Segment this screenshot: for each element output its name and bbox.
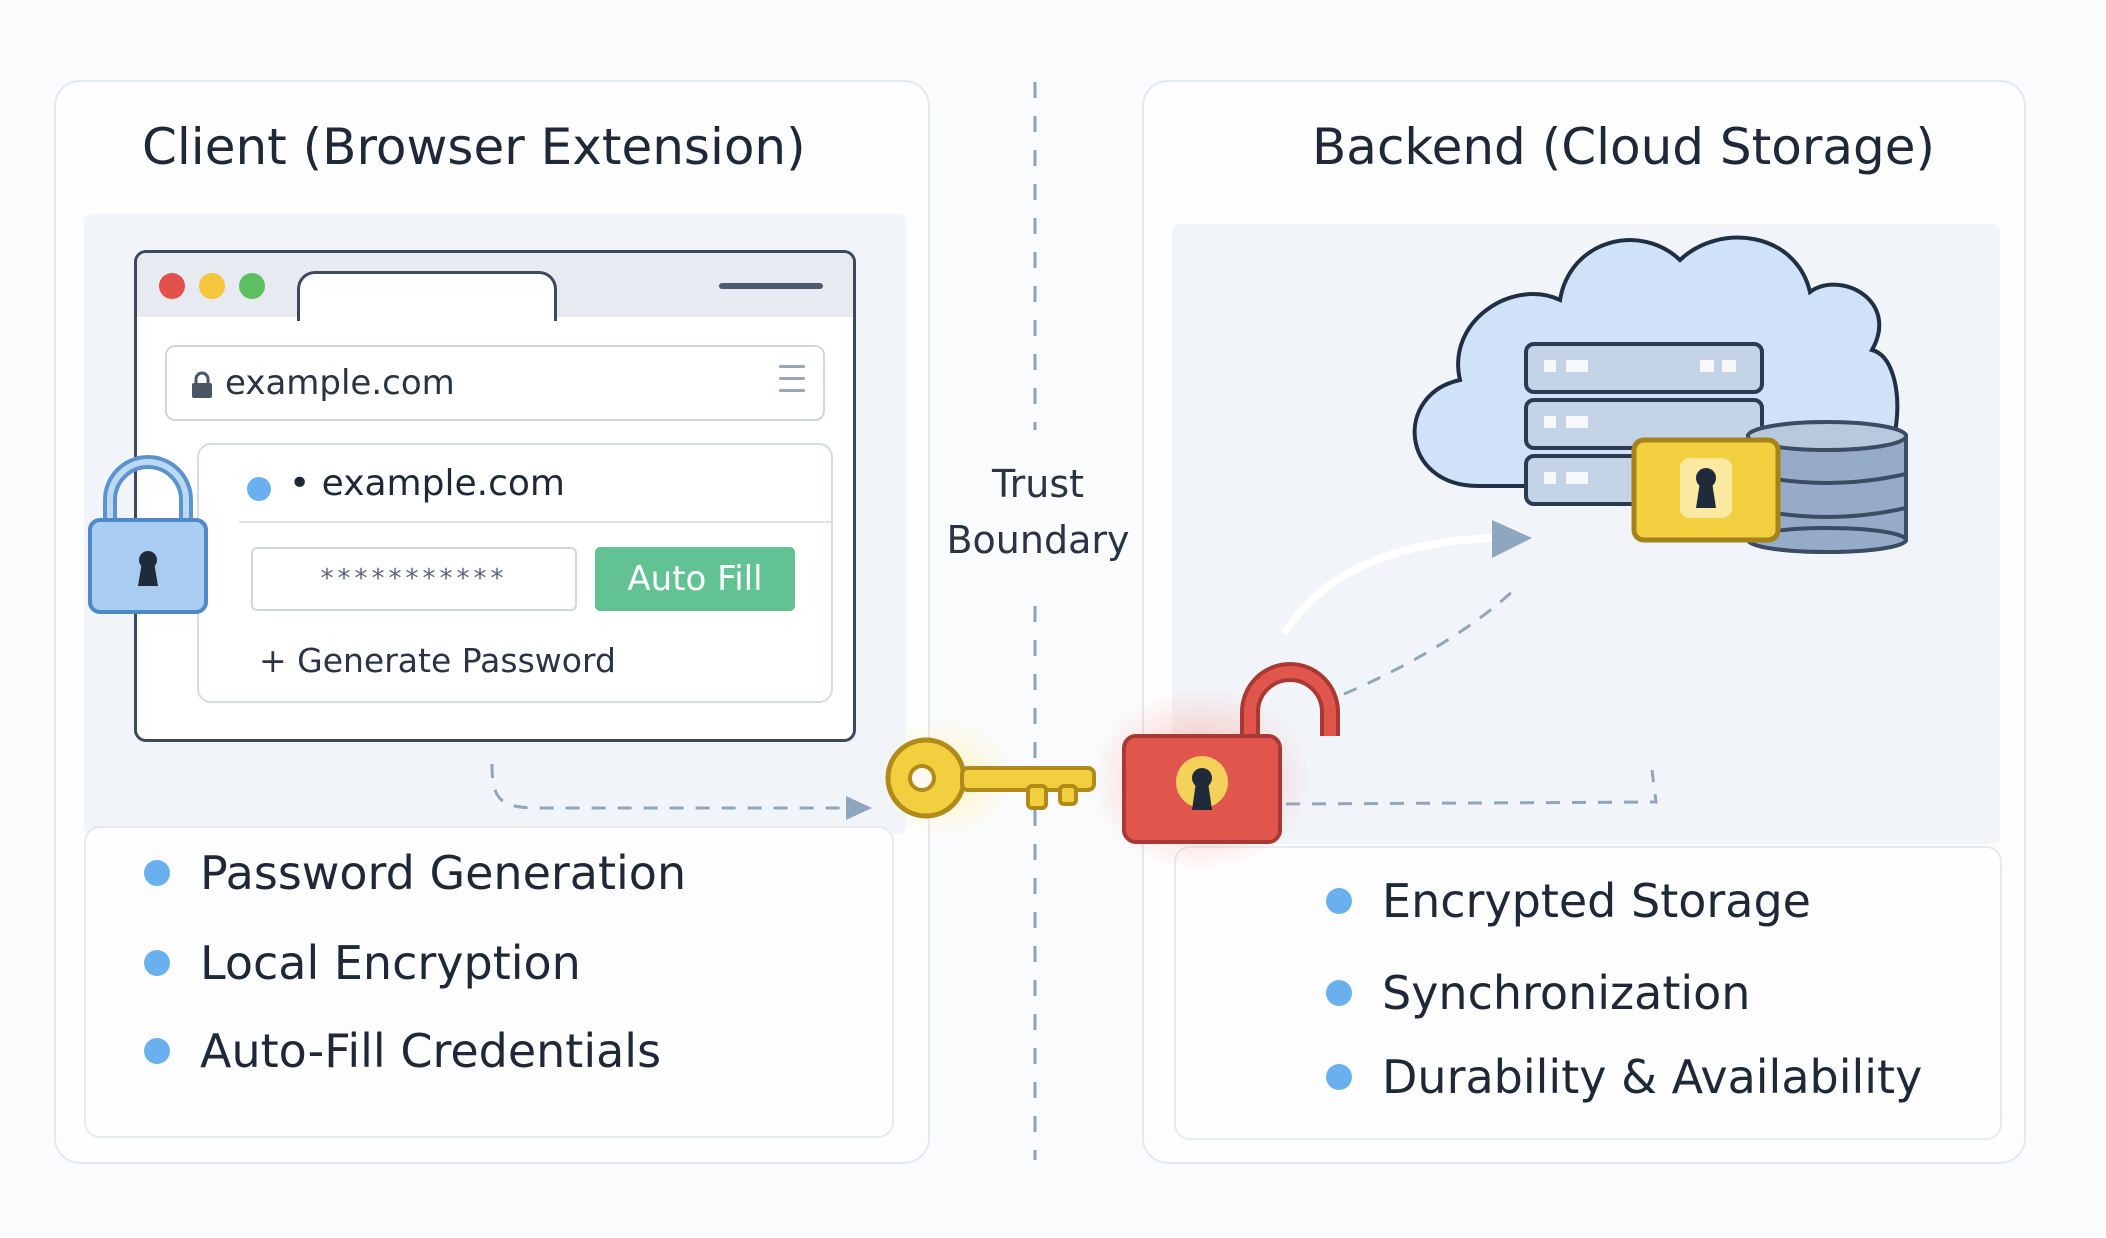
- backend-feature-text: Encrypted Storage: [1382, 874, 1811, 928]
- browser-tab[interactable]: [297, 271, 557, 321]
- backend-feature-text: Synchronization: [1382, 966, 1751, 1020]
- generate-password-button[interactable]: + Generate Password: [259, 641, 616, 680]
- client-title: Client (Browser Extension): [142, 118, 806, 176]
- client-feature-item: Password Generation: [144, 846, 686, 900]
- popup-divider: [239, 521, 831, 523]
- client-feature-item: Auto-Fill Credentials: [144, 1024, 661, 1078]
- extension-popup: • example.com *********** Auto Fill + Ge…: [197, 443, 833, 703]
- client-feature-item: Local Encryption: [144, 936, 581, 990]
- backend-flow-line: [1285, 769, 1658, 806]
- lock-icon: [1631, 437, 1781, 543]
- browser-titlebar: [137, 253, 853, 321]
- trust-boundary-label: Trust Boundary: [928, 456, 1148, 568]
- bullet-dot: [1326, 1064, 1352, 1090]
- bullet-dot: [1326, 888, 1352, 914]
- bullet-dot: [1326, 980, 1352, 1006]
- site-entry[interactable]: • example.com: [289, 463, 565, 504]
- maximize-window-dot[interactable]: [239, 273, 265, 299]
- password-field[interactable]: ***********: [251, 547, 577, 611]
- address-text: example.com: [225, 363, 455, 403]
- bullet-dot: [144, 1038, 170, 1064]
- lock-icon: [88, 455, 208, 614]
- backend-features-panel: [1174, 846, 2002, 1140]
- client-feature-text: Auto-Fill Credentials: [200, 1024, 662, 1078]
- unlocked-padlock-icon: [1090, 662, 1340, 872]
- backend-feature-item: Encrypted Storage: [1326, 874, 1811, 928]
- browser-window: example.com • example.com *********** Au…: [134, 250, 856, 742]
- upload-arrow: [1280, 520, 1532, 696]
- key-icon: [876, 718, 1096, 838]
- client-features-panel: [84, 826, 894, 1138]
- client-feature-text: Password Generation: [200, 846, 687, 900]
- minimize-window-dot[interactable]: [199, 273, 225, 299]
- bullet-dot: [144, 860, 170, 886]
- bullet-dot: [144, 950, 170, 976]
- backend-feature-item: Durability & Availability: [1326, 1050, 1922, 1104]
- backend-feature-item: Synchronization: [1326, 966, 1750, 1020]
- backend-title: Backend (Cloud Storage): [1312, 118, 1936, 176]
- close-window-dot[interactable]: [159, 273, 185, 299]
- backend-feature-text: Durability & Availability: [1382, 1050, 1923, 1104]
- trust-boundary-line1: Trust: [991, 462, 1085, 506]
- auto-fill-button[interactable]: Auto Fill: [595, 547, 795, 611]
- menu-icon[interactable]: [779, 365, 805, 401]
- site-indicator-dot: [247, 477, 271, 501]
- client-feature-text: Local Encryption: [200, 936, 581, 990]
- lock-icon: [192, 371, 212, 398]
- tab-menu-bar: [719, 283, 823, 289]
- client-flow-arrow: [490, 763, 872, 820]
- trust-boundary-line2: Boundary: [946, 518, 1130, 562]
- address-bar[interactable]: example.com: [165, 345, 825, 421]
